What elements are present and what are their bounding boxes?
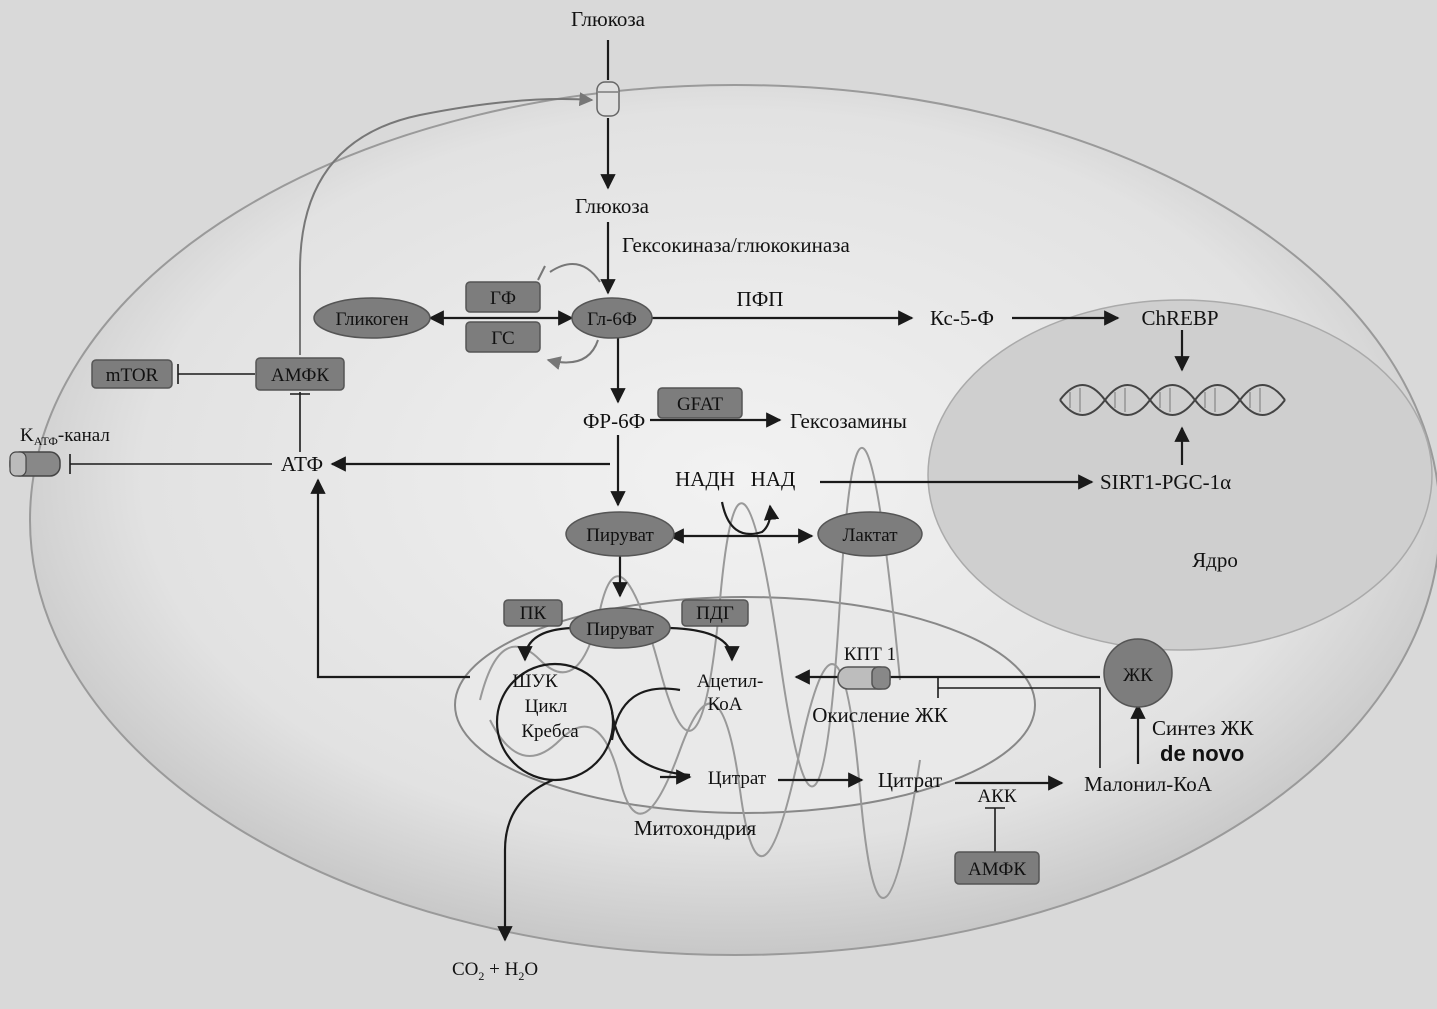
nucleus-label: Ядро	[1192, 548, 1238, 572]
cpt1-label: КПТ 1	[844, 644, 896, 665]
lactate-label: Лактат	[842, 525, 898, 546]
nad-label: НАД	[751, 467, 796, 491]
acetyl-label-2: КоА	[708, 694, 743, 715]
gs-label: ГС	[491, 328, 514, 349]
sirt1-label: SIRT1-PGC-1α	[1100, 470, 1231, 494]
glucose-outside-label: Глюкоза	[571, 7, 646, 31]
katp-channel-icon	[10, 452, 60, 476]
x5p-label: Кс-5-Ф	[930, 306, 994, 330]
mtor-label: mTOR	[106, 365, 159, 386]
atp-label: АТФ	[281, 452, 323, 476]
cycle-label-1: Цикл	[525, 696, 568, 717]
pyruvate-mito-label: Пируват	[586, 619, 654, 640]
citrate-cyto-label: Цитрат	[878, 768, 942, 792]
pyruvate-cyto-label: Пируват	[586, 525, 654, 546]
gf-label: ГФ	[490, 288, 516, 309]
cpt1-transporter-icon	[838, 667, 890, 689]
citrate-mito-label: Цитрат	[708, 768, 767, 789]
acc-label: АКК	[977, 786, 1016, 807]
fa-label: ЖК	[1123, 665, 1153, 686]
gfat-label: GFAT	[677, 394, 723, 415]
mitochondria-label: Митохондрия	[634, 816, 757, 840]
hexokinase-label: Гексокиназа/глюкокиназа	[622, 233, 850, 257]
acetyl-label-1: Ацетил-	[697, 671, 764, 692]
hexosamines-label: Гексозамины	[790, 409, 907, 433]
cycle-label-2: Кребса	[521, 721, 579, 742]
pk-label: ПК	[520, 603, 547, 624]
glycogen-label: Гликоген	[335, 309, 408, 330]
nadh-label: НАДН	[675, 467, 735, 491]
synthesis-label-1: Синтез ЖК	[1152, 716, 1255, 740]
glucose-transporter-icon	[597, 82, 619, 116]
ppp-label: ПФП	[737, 287, 784, 311]
chrebp-label: ChREBP	[1141, 306, 1218, 330]
glucose-inside-label: Глюкоза	[575, 194, 650, 218]
co2-h2o-label: CO2 + H2O	[452, 959, 538, 983]
pdg-label: ПДГ	[696, 603, 734, 624]
katp-label: KАТФ-канал	[20, 425, 110, 448]
oxidation-label: Окисление ЖК	[812, 703, 949, 727]
f6p-label: ФР-6Ф	[583, 409, 645, 433]
malonyl-label: Малонил-КоА	[1084, 772, 1213, 796]
synthesis-label-2: de novo	[1160, 741, 1244, 766]
shuk-label: ШУК	[512, 671, 558, 692]
g6p-label: Гл-6Ф	[587, 309, 637, 330]
ampk-bottom-label: АМФК	[968, 859, 1026, 880]
ampk-top-label: АМФК	[271, 365, 329, 386]
